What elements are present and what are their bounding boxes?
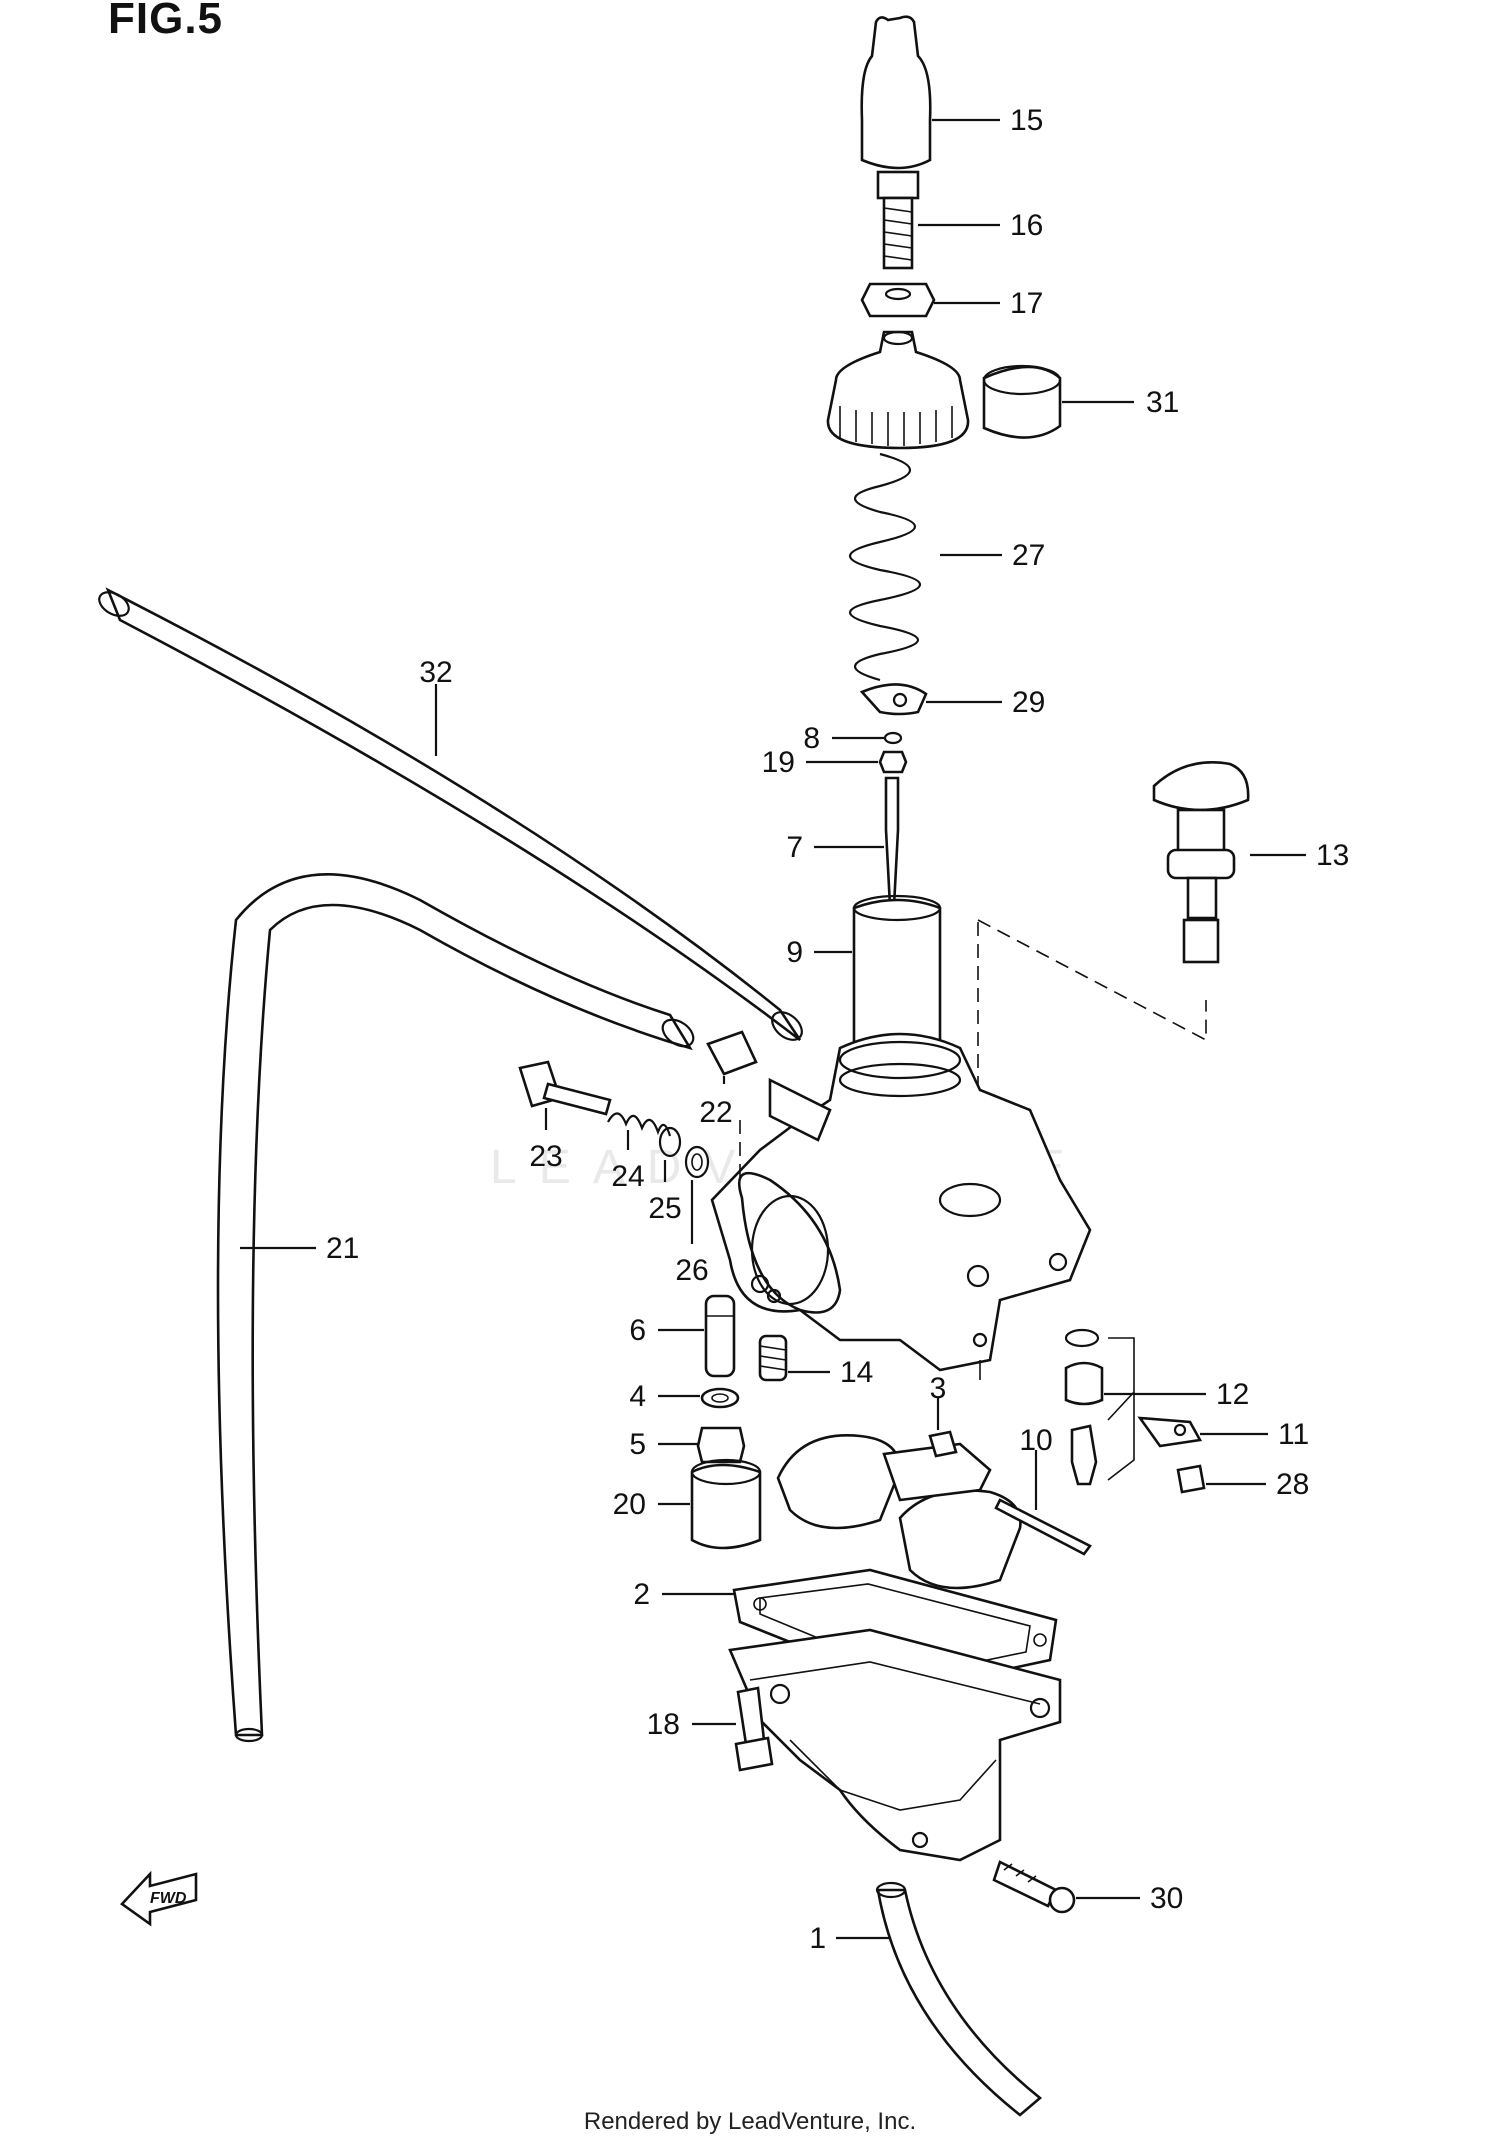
part-label-26: 26 [675,1254,708,1287]
part-label-29: 29 [1012,686,1045,719]
adjuster-screw-16 [876,170,920,270]
part-label-1: 1 [809,1922,826,1955]
part-label-24: 24 [611,1160,644,1193]
needle-valve-12 [1064,1328,1135,1486]
part-label-2: 2 [633,1578,650,1611]
spring-24 [607,1112,672,1137]
part-label-5: 5 [629,1428,646,1461]
pilot-jet-14 [758,1334,788,1382]
footer-credit: Rendered by LeadVenture, Inc. [583,2108,917,2135]
throttle-valve-9 [852,894,942,1052]
part-label-28: 28 [1276,1468,1309,1501]
needle-jet-6 [704,1294,736,1378]
part-label-12: 12 [1216,1378,1249,1411]
dash-line-13 [977,919,1207,1042]
baffle-20 [690,1458,762,1550]
jet-needle-7 [884,776,900,908]
part-label-4: 4 [629,1380,646,1413]
front-arrow-icon: FWD [120,1870,198,1927]
part-label-21: 21 [326,1232,359,1265]
front-arrow-label: FWD [150,1890,187,1907]
main-jet-5 [696,1426,746,1464]
part-label-19: 19 [762,746,795,779]
hose-32 [98,587,803,1042]
float-3 [776,1430,1022,1590]
part-label-18: 18 [647,1708,680,1741]
part-label-17: 17 [1010,287,1043,320]
part-label-27: 27 [1012,539,1045,572]
part-label-20: 20 [613,1488,646,1521]
part-label-9: 9 [786,936,803,969]
nipple-22 [706,1030,758,1076]
part-label-7: 7 [786,831,803,864]
float-pin-10 [994,1498,1092,1556]
float-chamber [728,1628,1062,1862]
part-label-10: 10 [1019,1424,1052,1457]
starter-plunger-13 [1152,761,1250,964]
part-label-3: 3 [930,1372,947,1405]
part-label-16: 16 [1010,209,1043,242]
part-label-32: 32 [419,656,452,689]
screw-28 [1176,1464,1206,1494]
part-label-23: 23 [529,1140,562,1173]
part-label-6: 6 [629,1314,646,1347]
needle-clip-plate-29 [859,683,928,716]
part-label-11: 11 [1278,1418,1309,1451]
cable-adjuster-cover-15 [860,15,932,170]
part-label-31: 31 [1146,386,1179,419]
clip-11 [1137,1416,1203,1448]
part-label-13: 13 [1316,839,1349,872]
screw-18 [734,1686,774,1772]
washer-25 [658,1126,682,1158]
clip-8 [883,731,903,745]
washer-19 [878,750,908,774]
throttle-stop-screw-23 [518,1060,612,1116]
drain-screw-30 [992,1860,1076,1914]
part-label-14: 14 [840,1356,873,1389]
hose-21 [216,873,695,1743]
throttle-spring-27 [848,452,921,682]
part-label-30: 30 [1150,1882,1183,1915]
o-ring-26 [684,1145,710,1179]
washer-4 [700,1387,740,1409]
cap-31 [982,364,1062,439]
part-label-22: 22 [699,1096,732,1129]
mixing-chamber-top [826,330,970,450]
part-label-8: 8 [803,722,820,755]
part-label-25: 25 [648,1192,681,1225]
lock-nut-17 [860,282,936,318]
figure-title: FIG.5 [108,0,224,43]
hose-1 [875,1881,1043,2117]
part-label-15: 15 [1010,104,1043,137]
carburetor-body [710,1032,1092,1380]
